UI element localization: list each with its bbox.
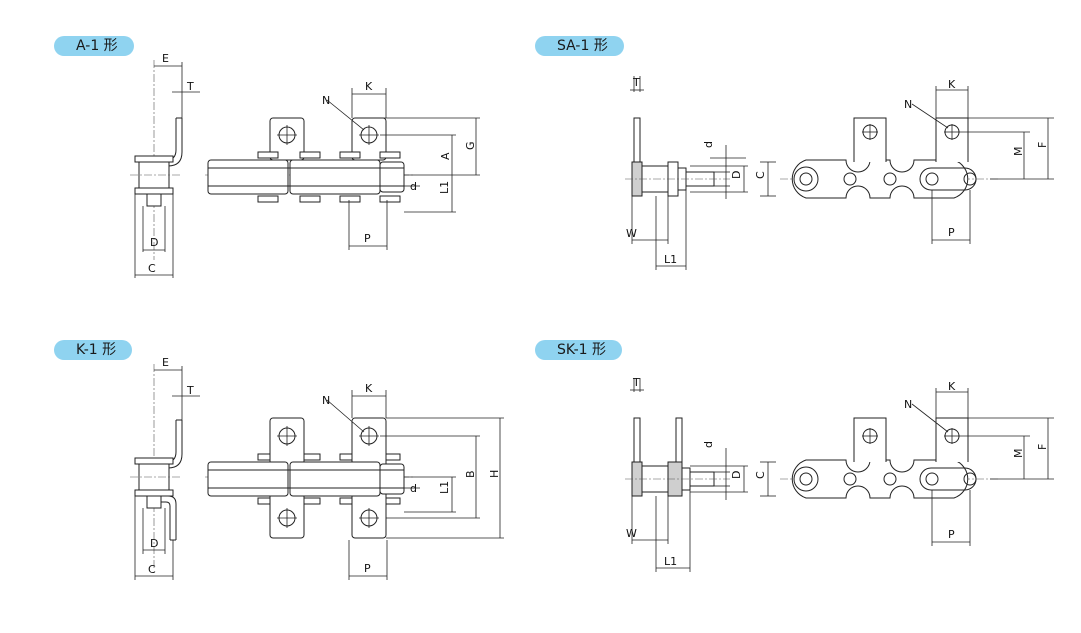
a1-label-P: P bbox=[364, 232, 371, 245]
a1-label-L1: L1 bbox=[438, 181, 451, 194]
sk1-label-d: d bbox=[702, 441, 715, 448]
a1-label-d: d bbox=[410, 180, 417, 193]
sk1-label-K: K bbox=[948, 380, 956, 393]
a1-label-G: G bbox=[464, 141, 477, 150]
sk1-label-P: P bbox=[948, 528, 955, 541]
sa1-label-C: C bbox=[754, 171, 767, 179]
k1-label-H: H bbox=[488, 470, 501, 478]
a1-label-D: D bbox=[150, 236, 158, 249]
sk1-label-C: C bbox=[754, 471, 767, 479]
k1-label-D: D bbox=[150, 537, 158, 550]
sk1-label-W: W bbox=[626, 527, 637, 540]
a1-label-K: K bbox=[365, 80, 373, 93]
a1-side-view bbox=[130, 60, 200, 278]
k1-label-K: K bbox=[365, 382, 373, 395]
sa1-label-d: d bbox=[702, 141, 715, 148]
sk1-title-badge: SK-1 形 bbox=[535, 340, 623, 360]
a1-front-view bbox=[205, 88, 480, 250]
sk1-label-F: F bbox=[1036, 444, 1049, 450]
k1-front-view bbox=[205, 390, 504, 580]
k1-side-view bbox=[130, 364, 200, 580]
sk1-side-view bbox=[625, 378, 776, 572]
sa1-label-F: F bbox=[1036, 142, 1049, 148]
k1-label-P: P bbox=[364, 562, 371, 575]
sa1-side-view bbox=[625, 76, 776, 270]
sa1-title-badge: SA-1 形 bbox=[535, 36, 624, 56]
k1-label-N: N bbox=[322, 394, 330, 407]
sk1-label-N: N bbox=[904, 398, 912, 411]
a1-label-C: C bbox=[148, 262, 156, 275]
a1-label-E: E bbox=[162, 52, 169, 65]
sa1-label-L1: L1 bbox=[664, 253, 677, 266]
sa1-label-T: T bbox=[632, 76, 640, 89]
k1-label-L1: L1 bbox=[438, 481, 451, 494]
sa1-label-P: P bbox=[948, 226, 955, 239]
k1-label-C: C bbox=[148, 563, 156, 576]
sa1-label-K: K bbox=[948, 78, 956, 91]
k1-label-T: T bbox=[186, 384, 194, 397]
sa1-label-D: D bbox=[730, 171, 743, 179]
sk1-label-L1: L1 bbox=[664, 555, 677, 568]
a1-title-badge: A-1 形 bbox=[54, 36, 134, 56]
k1-label-E: E bbox=[162, 356, 169, 369]
sa1-label-M: M bbox=[1012, 147, 1025, 157]
sk1-label-M: M bbox=[1012, 449, 1025, 459]
a1-label-N: N bbox=[322, 94, 330, 107]
a1-label-T: T bbox=[186, 80, 194, 93]
sk1-label-T: T bbox=[632, 376, 640, 389]
sk1-label-D: D bbox=[730, 471, 743, 479]
sa1-front-view bbox=[780, 86, 1054, 244]
sk1-front-view bbox=[780, 388, 1054, 546]
k1-label-d: d bbox=[410, 482, 417, 495]
k1-title-badge: K-1 形 bbox=[54, 340, 133, 360]
sa1-label-N: N bbox=[904, 98, 912, 111]
a1-label-A: A bbox=[439, 152, 452, 160]
k1-label-B: B bbox=[464, 470, 477, 478]
sa1-label-W: W bbox=[626, 227, 637, 240]
